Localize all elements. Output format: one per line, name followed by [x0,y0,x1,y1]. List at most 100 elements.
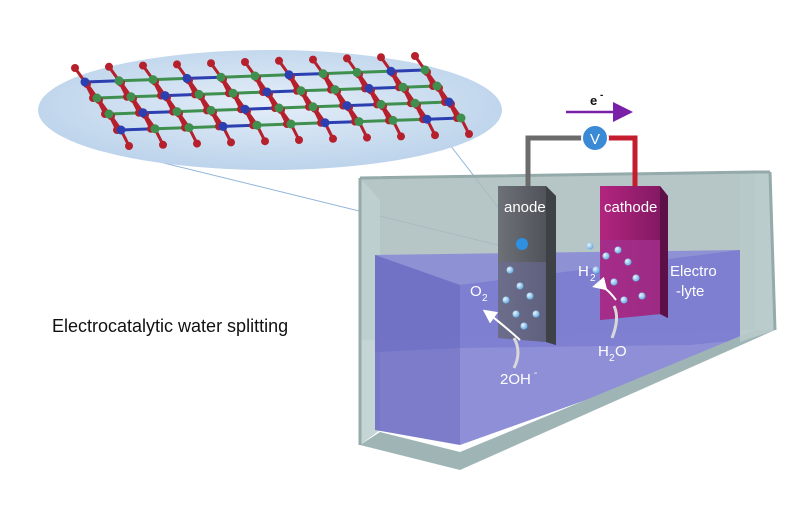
lattice-atom [308,102,318,112]
gas-bubble [586,242,594,250]
lattice-atom [296,86,306,96]
lattice-atom [398,82,408,92]
lattice-bond [220,74,256,79]
lattice-atom [309,55,317,64]
gas-bubble [624,258,632,266]
electron-label: e [590,93,597,108]
lattice-bond [356,69,392,74]
gas-bubble [506,266,514,274]
lattice-atom [172,107,182,117]
lattice-atom [295,136,303,144]
hydroxide-label: 2OH - [500,368,537,388]
lattice-atom [126,92,136,102]
lattice-atom [363,133,371,142]
h2-base: H [578,263,589,280]
lattice-atom [92,93,102,103]
lattice-atom [377,53,385,62]
lattice-atom [364,83,374,93]
figure-caption: Electrocatalytic water splitting [52,316,289,336]
lattice-atom [116,125,126,135]
electrolyte-label-line1: Electro [670,263,717,280]
lattice-atom [432,81,442,91]
lattice-atom [354,117,364,127]
electron-charge: - [600,90,603,101]
lattice-atom [193,139,201,148]
lattice-atom [388,115,398,125]
lattice-atom [386,66,396,76]
lattice-atom [71,64,79,72]
lattice-bond [118,78,154,83]
gas-bubble [502,296,510,304]
lattice-atom [216,72,226,82]
lattice-atom [114,76,124,86]
lattice-bond [322,70,358,76]
anode-label: anode [504,199,546,216]
lattice-bond [152,76,188,82]
gas-bubble [638,292,646,300]
lattice-atom [173,60,181,69]
lattice-atom [240,104,250,114]
lattice-atom [343,54,351,63]
oxygen-evolution-arrow [482,309,521,341]
lattice-atom [250,71,260,81]
gas-bubble [512,310,520,318]
hydroxide-charge: - [534,368,537,379]
lattice-atom [352,67,362,77]
lattice-atom [444,97,454,107]
voltmeter-label: V [590,131,600,148]
lattice-atom [465,130,473,138]
lattice-atom [218,121,228,131]
lattice-atom [184,123,194,133]
gas-bubble [614,246,622,254]
h2o-base: H [598,343,609,360]
cathode-label: cathode [604,199,657,216]
wire-anode [525,135,582,186]
lattice-atom [105,62,113,71]
lattice-atom [420,65,430,75]
lattice-atom [422,114,432,124]
lattice-bond [186,75,222,80]
gas-bubble [532,310,540,318]
hydroxide-arrow [512,337,520,369]
lattice-atom [104,109,114,119]
gas-bubble [610,278,618,286]
lattice-atom [252,120,262,130]
gas-bubble [520,322,528,330]
lattice-atom [160,91,170,101]
lattice-atom [320,118,330,128]
o2-label: O 2 [470,283,488,304]
lattice-atom [330,85,340,95]
gas-bubble [602,252,610,260]
lattice-atom [456,113,466,123]
h2-subscript: 2 [590,273,596,284]
lattice-atom [206,105,216,115]
gas-bubble [620,296,628,304]
hydroxide-text: 2OH [500,371,531,388]
wire-cathode [608,135,638,190]
voltmeter: V [581,124,609,152]
lattice-bond [288,72,324,77]
lattice-atom [182,73,192,83]
lattice-atom [286,119,296,129]
lattice-atom [138,108,148,118]
anode-electrode: anode [498,186,556,345]
lattice-atom [284,70,294,80]
lattice-atom [329,134,337,143]
active-site-dot [516,238,528,250]
lattice-atom [397,132,405,141]
h2o-label: H 2 O [598,343,627,364]
lattice-atom [411,52,419,60]
lattice-atom [207,59,215,68]
lattice-atom [159,140,167,149]
lattice-bond [390,68,426,73]
cathode-electrode: cathode [600,186,668,320]
lattice-bond [254,73,290,78]
lattice-atom [275,56,283,65]
h2o-end: O [615,343,627,360]
lattice-atom [262,87,272,97]
lattice-atom [125,142,133,150]
o2-base: O [470,283,482,300]
lattice-atom [261,137,269,146]
